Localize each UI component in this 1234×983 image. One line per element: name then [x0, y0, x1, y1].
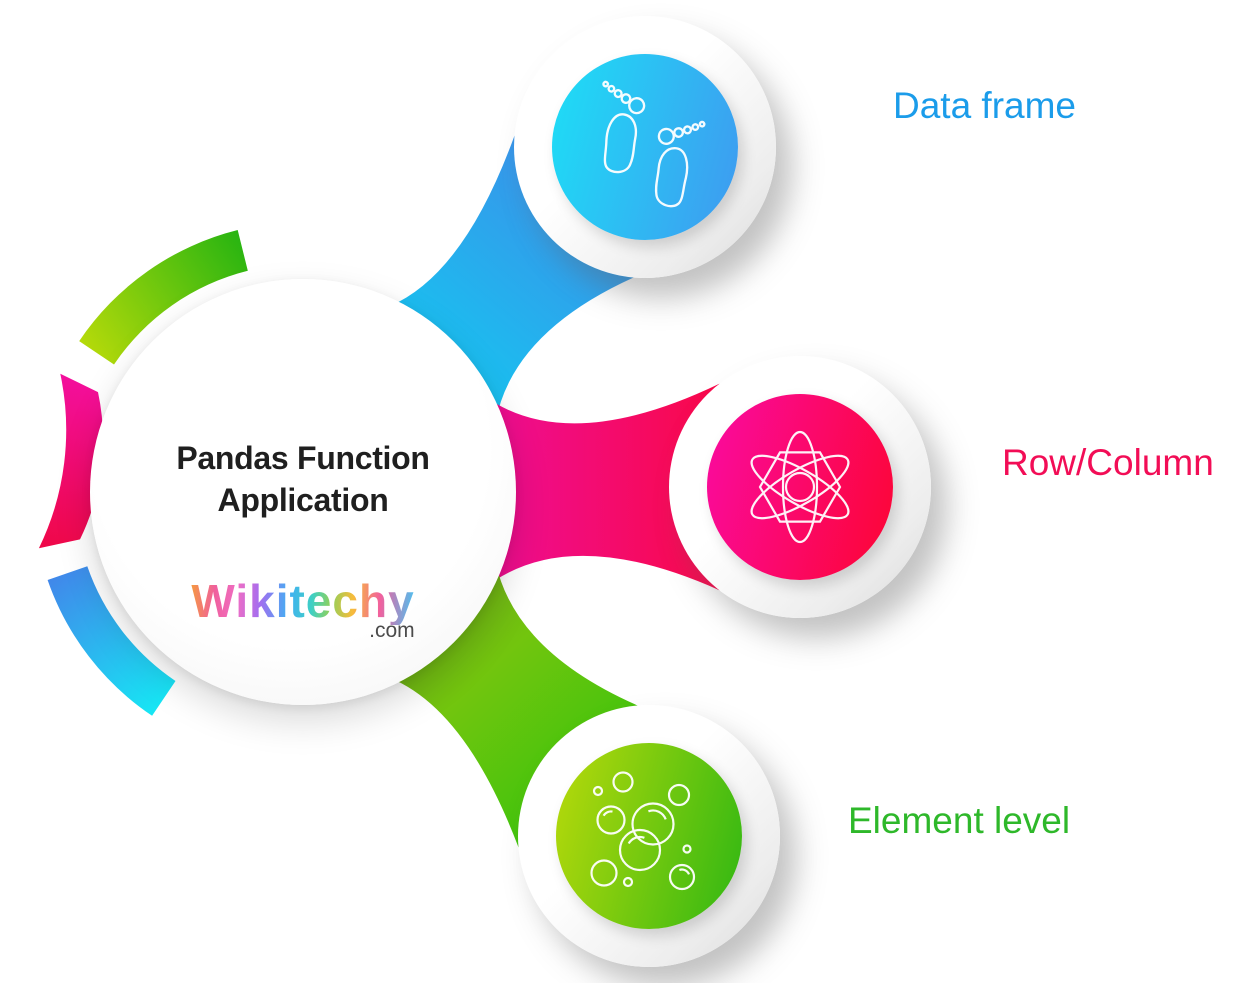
node-data-frame-circle	[552, 54, 738, 240]
atom-icon	[750, 430, 850, 544]
hub-arc-pink	[38, 373, 104, 549]
hub-title-line2: Application	[217, 482, 389, 518]
label-element-level: Element level	[848, 800, 1071, 841]
wikitechy-logo-lockup: Wikitechy .com	[191, 577, 414, 643]
hub-arc-green	[79, 230, 248, 365]
hub-title-line1: Pandas Function	[176, 440, 430, 476]
node-row-column	[669, 356, 931, 618]
hub-circle: Pandas Function Application Wikitechy .c…	[90, 279, 516, 705]
node-data-frame	[514, 16, 776, 278]
label-row-column: Row/Column	[1002, 442, 1214, 483]
hub-title: Pandas Function Application	[90, 437, 516, 521]
wikitechy-wordmark: Wikitechy	[191, 575, 415, 627]
bubbles-icon	[590, 771, 696, 891]
hub-arc-cyan	[47, 566, 176, 716]
label-data-frame: Data frame	[893, 85, 1077, 126]
footprints-icon	[588, 80, 706, 211]
node-row-column-circle	[707, 394, 893, 580]
node-element-level	[518, 705, 780, 967]
node-element-level-circle	[556, 743, 742, 929]
wikitechy-domain-suffix: .com	[369, 619, 415, 642]
wikitechy-logo: Wikitechy .com	[90, 577, 516, 643]
